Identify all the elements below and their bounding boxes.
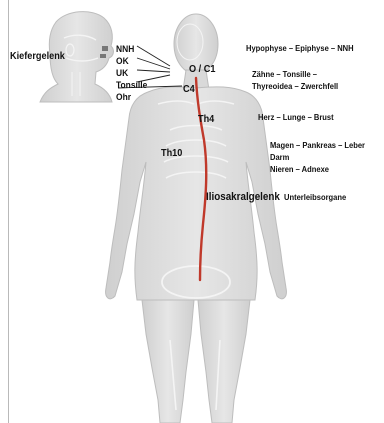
spine-level-c1: O / C1 bbox=[189, 64, 215, 76]
organ-group-thyroid: Thyreoidea – Zwerchfell bbox=[252, 82, 338, 92]
organ-group-pituitary: Hypophyse – Epiphyse – NNH bbox=[246, 44, 354, 54]
spine-level-th4: Th4 bbox=[198, 114, 214, 126]
head-inset-title: Kiefergelenk bbox=[10, 51, 65, 63]
spine-level-sacroiliac: Iliosakralgelenk bbox=[206, 191, 280, 204]
label-tonsille: Tonsille bbox=[116, 80, 147, 91]
organ-group-stomach: Magen – Pankreas – Leber bbox=[270, 141, 365, 151]
spine-level-c4: C4 bbox=[183, 84, 195, 96]
label-uk: UK bbox=[116, 68, 128, 79]
organ-group-kidneys: Nieren – Adnexe bbox=[270, 165, 329, 175]
label-ok: OK bbox=[116, 56, 129, 67]
organ-group-heart: Herz – Lunge – Brust bbox=[258, 113, 334, 123]
organ-group-intestine: Darm bbox=[270, 153, 289, 163]
organ-group-teeth: Zähne – Tonsille – bbox=[252, 70, 317, 80]
organ-group-abdomen: Unterleibsorgane bbox=[284, 193, 346, 203]
label-nnh: NNH bbox=[116, 44, 134, 55]
label-ohr: Ohr bbox=[116, 92, 131, 103]
spine-level-th10: Th10 bbox=[161, 148, 182, 160]
